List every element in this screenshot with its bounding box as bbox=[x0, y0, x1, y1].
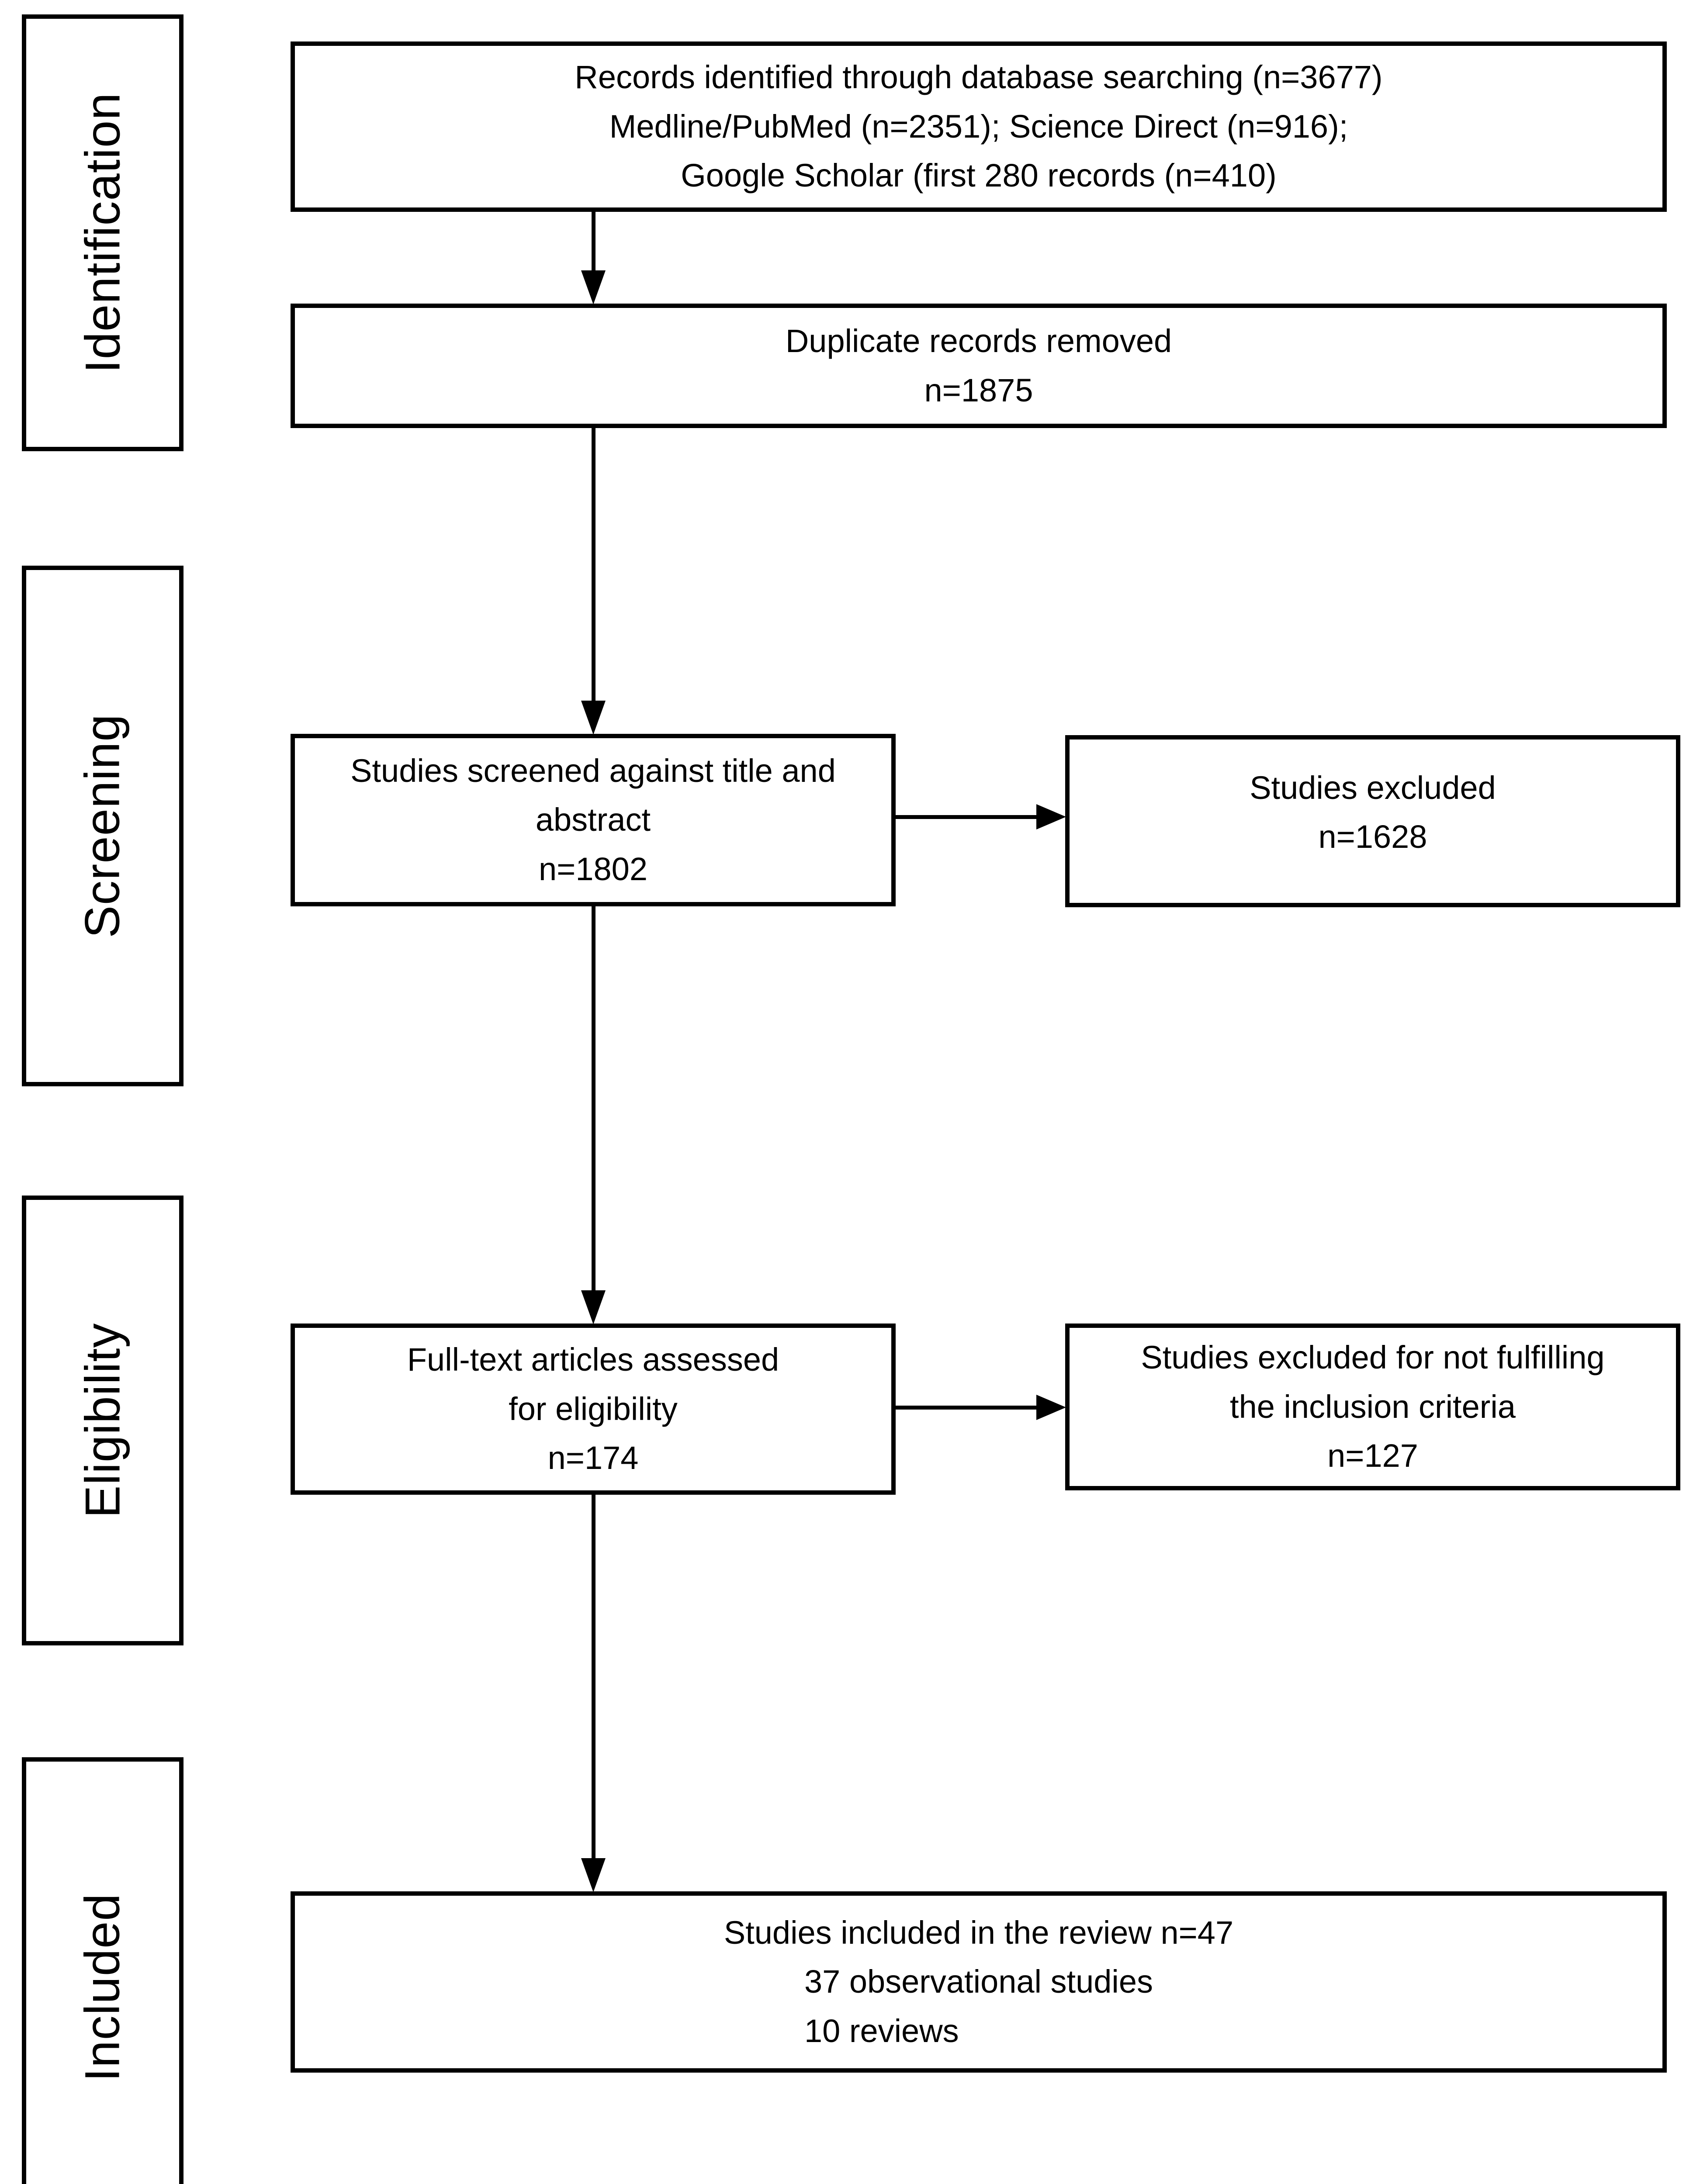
reviews-count: 10 reviews bbox=[804, 2012, 959, 2049]
box-fulltext-assessed: Full-text articles assessed for eligibil… bbox=[291, 1324, 896, 1495]
observational-studies-count: 37 observational studies bbox=[804, 1963, 1153, 2000]
fulltext-excluded-count: n=127 bbox=[1327, 1438, 1418, 1474]
studies-included-line: Studies included in the review n=47 bbox=[724, 1914, 1234, 1951]
records-identified-line: Records identified through database sear… bbox=[575, 59, 1383, 96]
studies-included-breakdown: 37 observational studies 10 reviews bbox=[804, 1957, 1153, 2056]
records-identified-scholar-line: Google Scholar (first 280 records (n=410… bbox=[681, 157, 1277, 194]
stage-box-screening: Screening bbox=[22, 566, 183, 1086]
stage-label-eligibility: Eligibility bbox=[75, 1323, 130, 1518]
stage-label-identification: Identification bbox=[75, 92, 130, 373]
studies-excluded-count: n=1628 bbox=[1318, 819, 1427, 855]
arrow-line-screened-to-excluded bbox=[896, 815, 1040, 819]
studies-excluded-line: Studies excluded bbox=[1250, 770, 1496, 806]
stage-label-screening: Screening bbox=[75, 714, 130, 938]
box-studies-included: Studies included in the review n=47 37 o… bbox=[291, 1891, 1667, 2073]
fulltext-assessed-line2: for eligibility bbox=[509, 1390, 678, 1427]
arrow-line-duplicates-to-screened bbox=[592, 425, 595, 704]
arrow-line-fulltext-to-excluded bbox=[896, 1406, 1040, 1410]
arrowhead-down-fulltext bbox=[581, 1290, 606, 1324]
stage-box-included: Included bbox=[22, 1757, 183, 2184]
arrow-line-fulltext-to-included bbox=[592, 1492, 595, 1861]
duplicates-removed-count: n=1875 bbox=[924, 372, 1033, 408]
box-studies-screened: Studies screened against title and abstr… bbox=[291, 734, 896, 906]
records-identified-sources-line: Medline/PubMed (n=2351); Science Direct … bbox=[609, 108, 1348, 145]
fulltext-excluded-line2: the inclusion criteria bbox=[1230, 1388, 1516, 1425]
box-studies-excluded-fulltext: Studies excluded for not fulfilling the … bbox=[1065, 1324, 1680, 1490]
arrowhead-right-excluded-fulltext bbox=[1036, 1395, 1066, 1420]
studies-screened-line: Studies screened against title and bbox=[350, 752, 836, 789]
stage-box-identification: Identification bbox=[22, 14, 183, 451]
arrowhead-right-excluded-screening bbox=[1036, 804, 1066, 829]
arrowhead-down-screened bbox=[581, 701, 606, 735]
stage-label-included: Included bbox=[75, 1893, 130, 2082]
box-records-identified: Records identified through database sear… bbox=[291, 41, 1667, 212]
duplicates-removed-line: Duplicate records removed bbox=[785, 323, 1172, 359]
arrowhead-down-included bbox=[581, 1858, 606, 1892]
fulltext-excluded-line: Studies excluded for not fulfilling bbox=[1141, 1339, 1605, 1376]
stage-box-eligibility: Eligibility bbox=[22, 1196, 183, 1645]
box-studies-excluded-screening: Studies excluded n=1628 bbox=[1065, 735, 1680, 907]
arrow-line-identified-to-duplicates bbox=[592, 211, 595, 274]
arrowhead-down-duplicates bbox=[581, 270, 606, 304]
arrow-line-screened-to-fulltext bbox=[592, 904, 595, 1293]
fulltext-assessed-line: Full-text articles assessed bbox=[407, 1341, 779, 1378]
fulltext-assessed-count: n=174 bbox=[547, 1440, 639, 1476]
studies-screened-line2: abstract bbox=[535, 802, 651, 838]
box-duplicates-removed: Duplicate records removed n=1875 bbox=[291, 304, 1667, 428]
studies-screened-count: n=1802 bbox=[539, 850, 647, 887]
